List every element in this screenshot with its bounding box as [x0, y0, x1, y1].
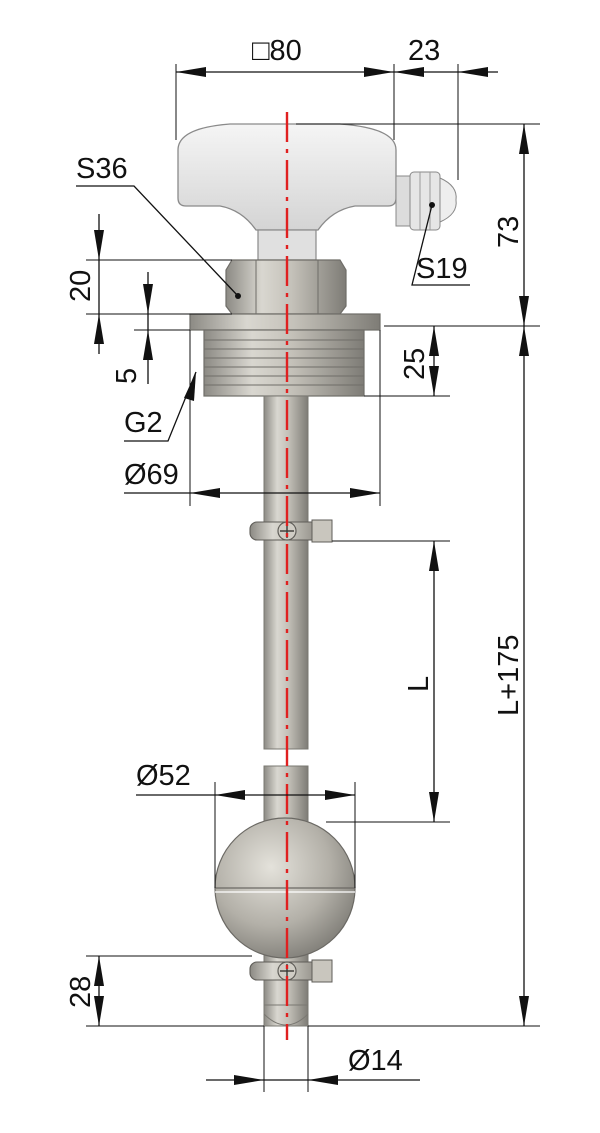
float-ball — [214, 817, 356, 959]
upper-clamp — [249, 519, 333, 543]
label-5: 5 — [111, 368, 143, 384]
label-dia-14: Ø14 — [348, 1045, 403, 1077]
label-g2: G2 — [124, 407, 163, 439]
label-dia-69: Ø69 — [124, 459, 179, 491]
dimension-labels: □80 23 73 S36 S19 20 5 25 G2 Ø69 L L+175… — [65, 35, 525, 1077]
label-25: 25 — [399, 348, 431, 380]
label-s36: S36 — [76, 153, 128, 185]
label-73: 73 — [493, 216, 525, 248]
lower-clamp — [249, 959, 333, 983]
threaded-flange — [189, 313, 381, 397]
label-square-80: □80 — [252, 35, 302, 67]
label-s19: S19 — [416, 253, 468, 285]
label-l: L — [403, 676, 435, 692]
dimension-lines — [76, 64, 540, 1092]
terminal-head — [177, 123, 397, 261]
cable-gland — [395, 171, 457, 231]
label-28: 28 — [65, 976, 97, 1008]
label-20: 20 — [65, 270, 97, 302]
label-23: 23 — [408, 35, 440, 67]
label-dia-52: Ø52 — [136, 760, 191, 792]
label-l-plus-175: L+175 — [493, 635, 525, 716]
